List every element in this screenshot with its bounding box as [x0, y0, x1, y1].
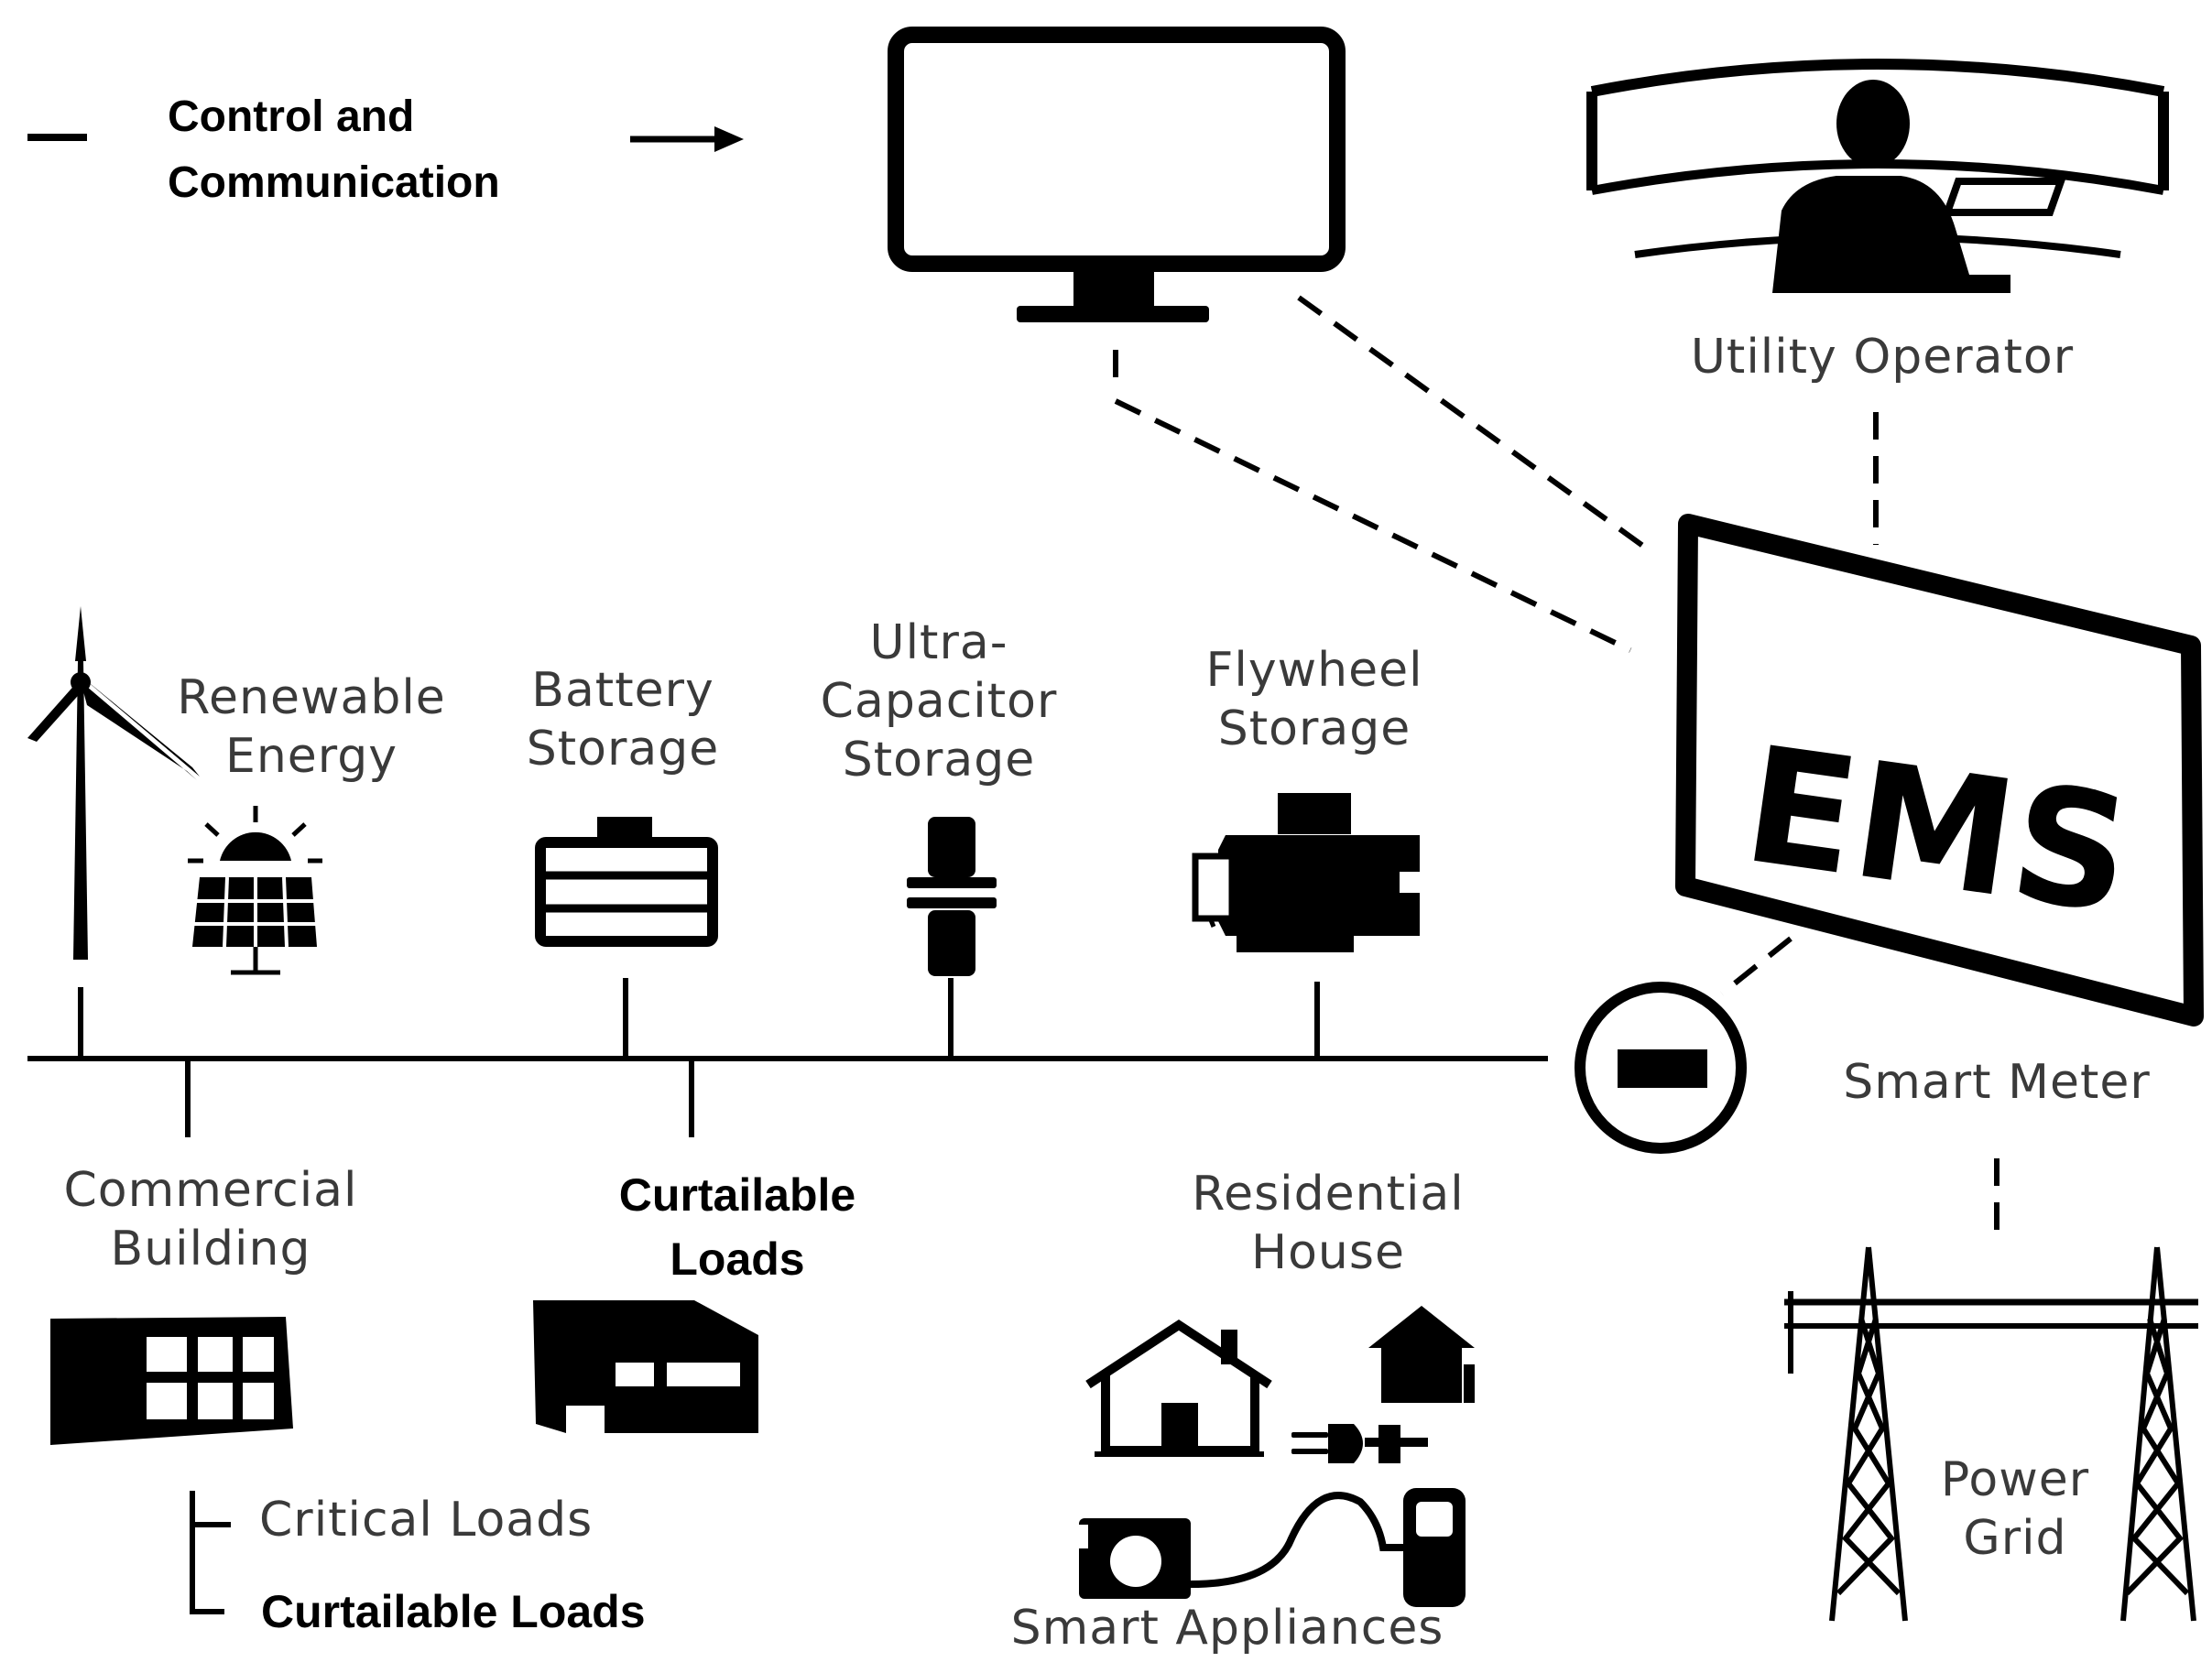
commercial-building-label-line1: Commercial — [63, 1163, 358, 1218]
flywheel-label-line2: Storage — [1217, 701, 1411, 756]
communication-lines — [1113, 295, 2000, 1245]
solar-panel-icon — [188, 806, 322, 975]
residential-house-label-line2: House — [1251, 1225, 1405, 1280]
ultracapacitor-label-line1: Ultra- — [869, 615, 1008, 670]
washing-machine-icon — [1079, 1518, 1191, 1599]
flywheel-icon — [1192, 793, 1420, 952]
utility-operator-label: Utility Operator — [1690, 330, 2075, 385]
power-grid-tower-icon — [1784, 1246, 2198, 1622]
smart-meter-label: Smart Meter — [1843, 1055, 2151, 1110]
ultracapacitor-label-line3: Storage — [842, 733, 1036, 788]
legend-label-line2: Communication — [168, 158, 500, 207]
battery-icon — [535, 817, 718, 947]
small-house-icon — [1368, 1306, 1475, 1403]
smart-meter-icon — [1575, 982, 1747, 1154]
renewable-energy-label: Renewable Energy — [156, 668, 467, 786]
appliance-cable — [1190, 1492, 1411, 1588]
commercial-building-label: Commercial Building — [27, 1161, 394, 1278]
critical-loads-label: Critical Loads — [259, 1493, 594, 1548]
curtailable-loads-label-line1: Curtailable — [618, 1169, 856, 1221]
power-grid-label: Power Grid — [1910, 1450, 2120, 1568]
renewable-energy-label-line1: Renewable — [177, 670, 446, 725]
ultracapacitor-label-line2: Capacitor — [820, 674, 1058, 729]
battery-storage-label: Battery Storage — [499, 661, 746, 778]
ultracapacitor-icon — [907, 817, 997, 976]
residential-house-label-line1: Residential — [1192, 1167, 1465, 1222]
legend-arrow-icon — [630, 126, 744, 152]
legend-label: Control and Communication — [168, 84, 500, 216]
load-bracket — [190, 1491, 231, 1614]
power-grid-label-line2: Grid — [1963, 1511, 2067, 1566]
flywheel-storage-label: Flywheel Storage — [1163, 641, 1466, 758]
commercial-building-icon — [50, 1317, 293, 1445]
curtailable-loads-sub-label: Curtailable Loads — [261, 1586, 646, 1637]
utility-operator-icon — [1586, 59, 2169, 293]
curtailable-loads-building-icon — [533, 1300, 758, 1433]
power-bus — [27, 978, 1548, 1137]
plug-icon — [1291, 1424, 1428, 1463]
ultracapacitor-storage-label: Ultra- Capacitor Storage — [788, 614, 1090, 789]
curtailable-loads-label-line2: Loads — [670, 1233, 805, 1285]
residential-house-label: Residential House — [1163, 1165, 1493, 1282]
power-grid-label-line1: Power — [1940, 1452, 2090, 1507]
smart-plug-device-icon — [1403, 1488, 1466, 1607]
battery-storage-label-line1: Battery — [531, 663, 714, 718]
wind-turbine-icon — [27, 606, 200, 960]
legend-graphics — [27, 126, 744, 152]
commercial-building-label-line2: Building — [110, 1222, 311, 1276]
house-icon — [1085, 1320, 1272, 1457]
ems-panel — [1675, 514, 2204, 1027]
battery-storage-label-line2: Storage — [526, 722, 720, 777]
smart-appliances-label: Smart Appliances — [1010, 1601, 1444, 1656]
renewable-energy-label-line2: Energy — [224, 729, 398, 784]
flywheel-label-line1: Flywheel — [1205, 643, 1423, 698]
legend-label-line1: Control and — [168, 92, 415, 141]
curtailable-loads-label: Curtailable Loads — [595, 1163, 879, 1291]
monitor-icon — [888, 27, 1346, 322]
